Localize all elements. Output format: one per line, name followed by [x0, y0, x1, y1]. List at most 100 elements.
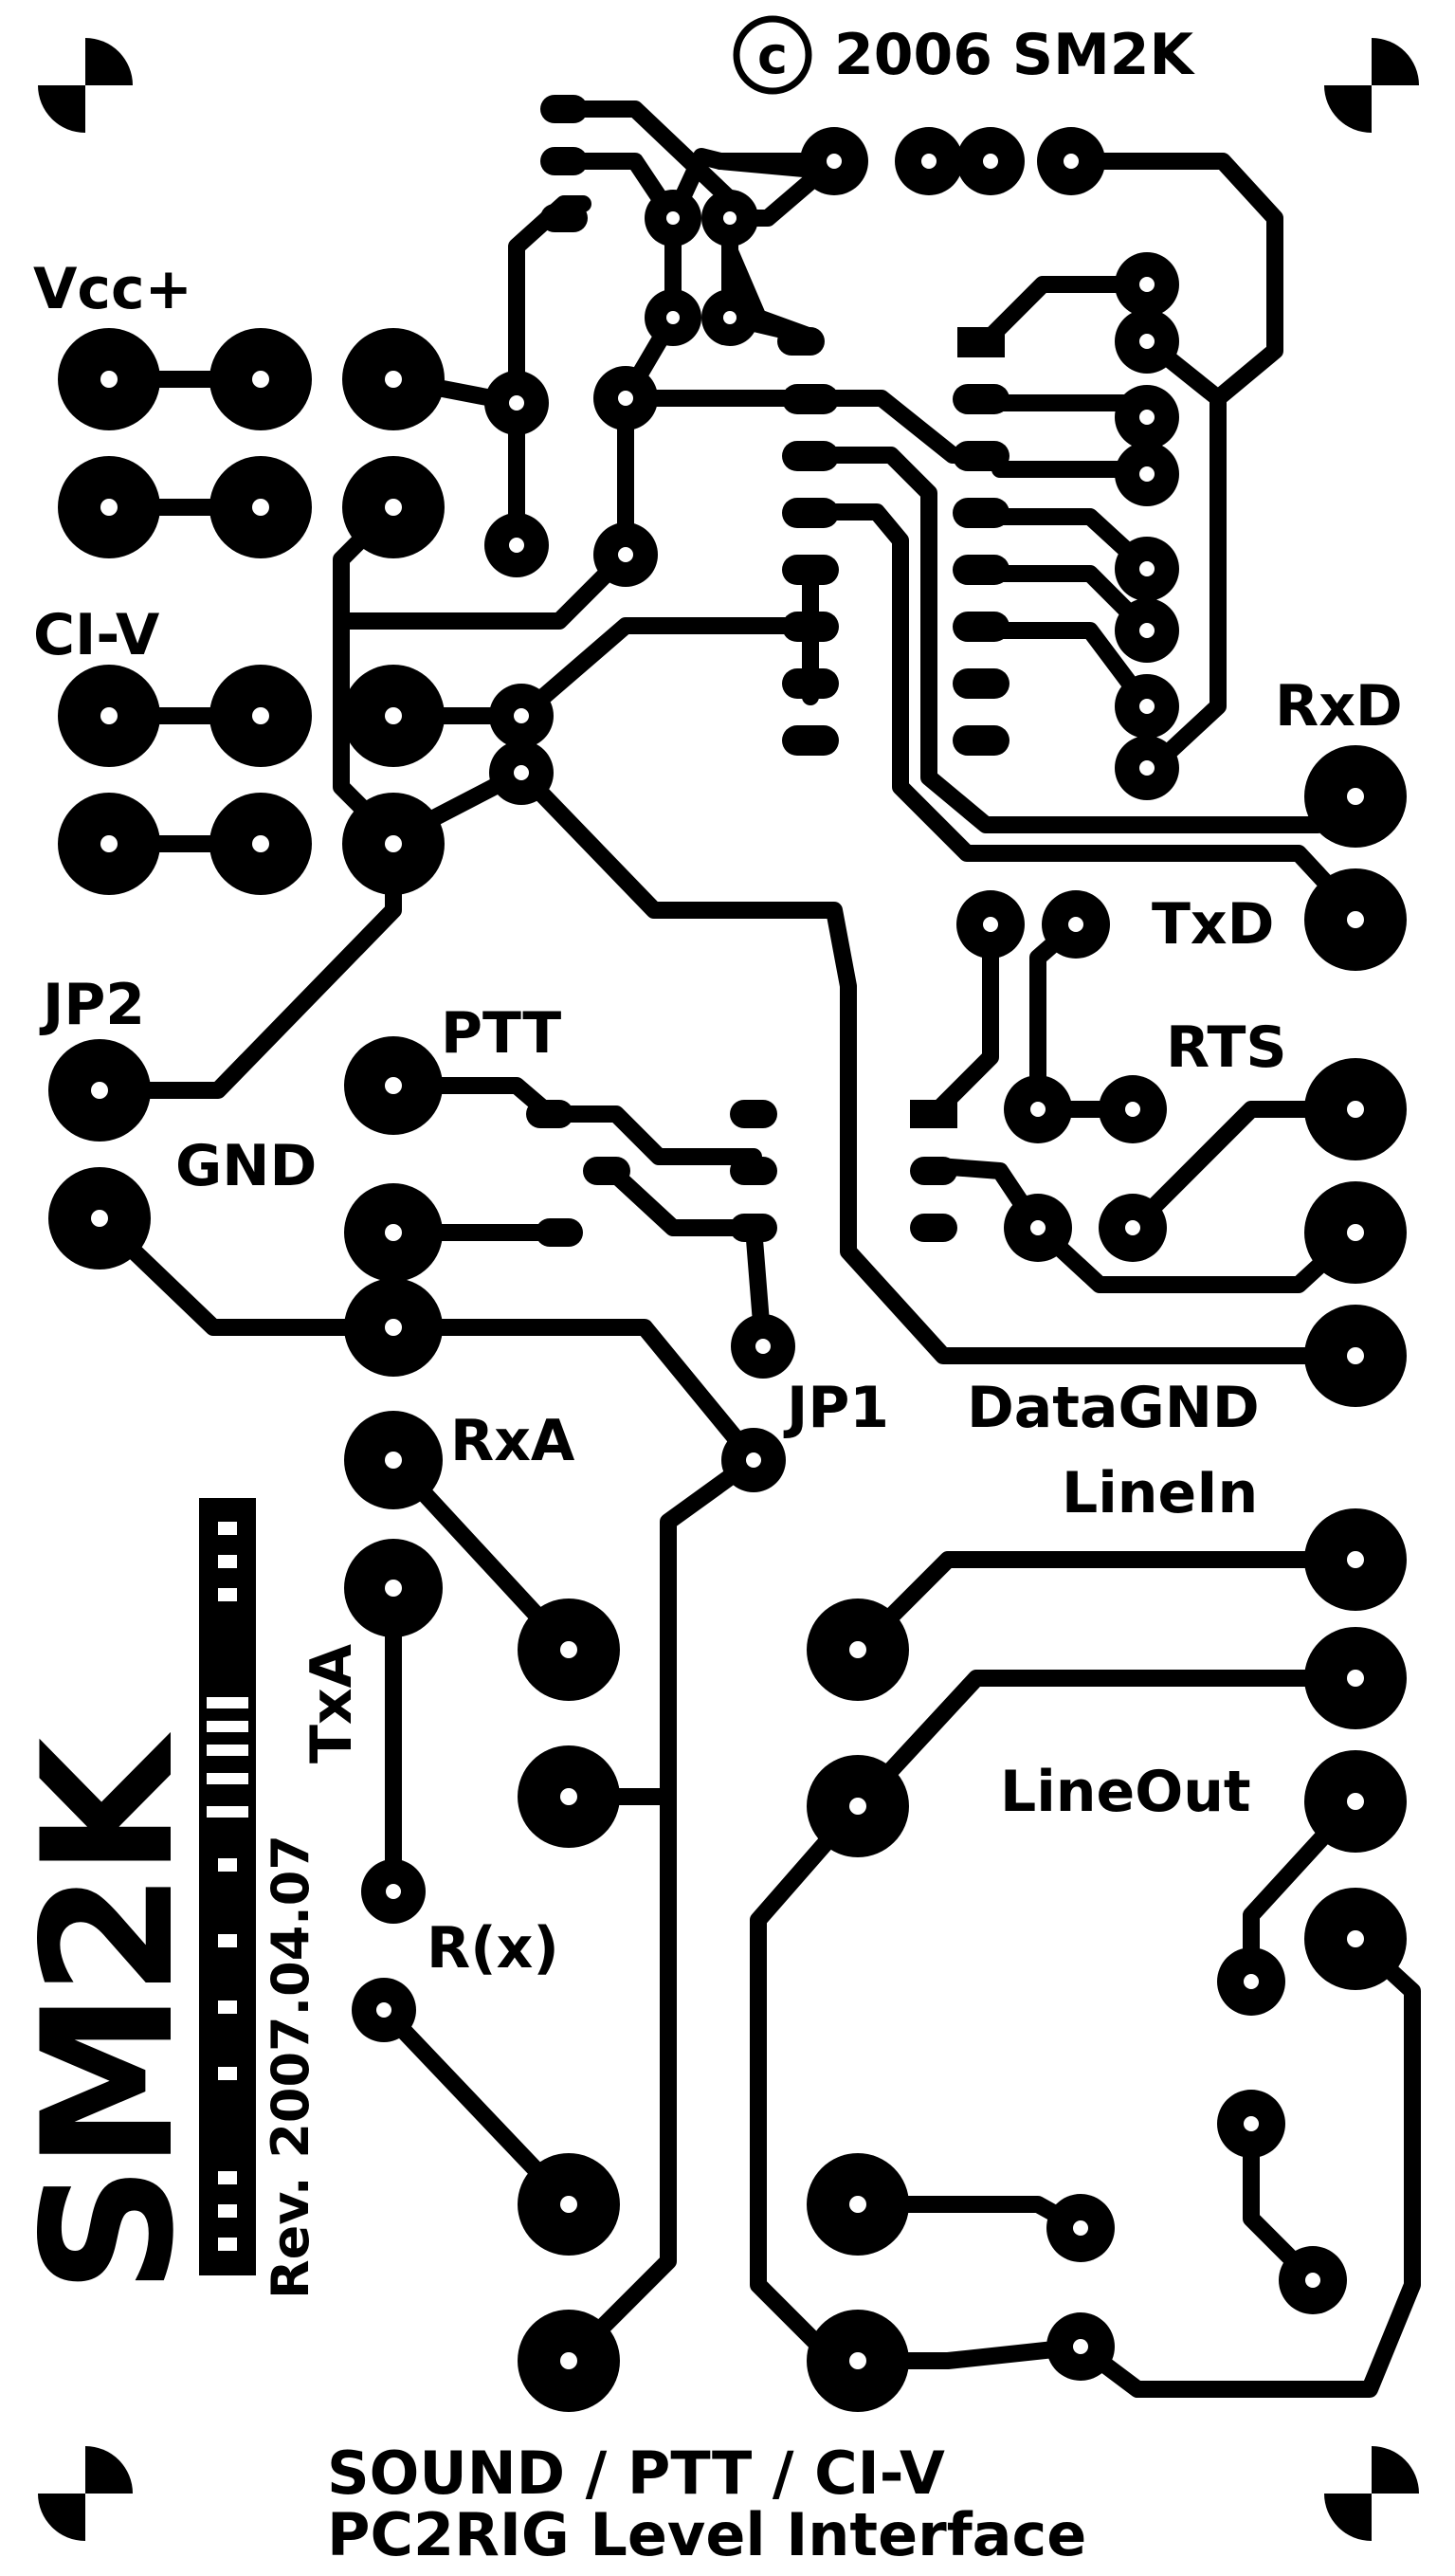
hole	[1347, 1101, 1364, 1118]
hole	[560, 1641, 577, 1658]
ptt-pin	[730, 1157, 777, 1185]
logo-hole	[218, 2204, 237, 2218]
pad-holes	[91, 154, 1364, 2369]
trace-linein	[849, 1551, 1364, 1658]
ic2-pin	[953, 555, 1009, 585]
label-datagnd: DataGND	[967, 1375, 1260, 1441]
hole	[385, 1580, 402, 1597]
copyright-circle	[733, 15, 812, 95]
ptt-pin	[536, 1218, 583, 1247]
hole	[100, 371, 118, 388]
hole	[385, 1077, 402, 1094]
hole	[1125, 1102, 1140, 1117]
ic1-pin	[782, 498, 839, 528]
hole	[560, 2352, 577, 2369]
hole	[1244, 1974, 1259, 1989]
hole	[1064, 154, 1079, 169]
label-txa: TxA	[299, 1643, 365, 1763]
hole	[252, 499, 269, 516]
label-lineout: LineOut	[1000, 1759, 1251, 1825]
hole	[921, 154, 937, 169]
ic1-pin	[782, 668, 839, 699]
trace-txd	[930, 916, 999, 1118]
label-ptt: PTT	[441, 1000, 561, 1067]
hole	[1347, 788, 1364, 805]
copyright-symbol: c	[757, 26, 788, 85]
hole	[1139, 561, 1155, 576]
hole	[385, 371, 402, 388]
hole	[91, 1210, 108, 1227]
ic3-pin	[910, 1157, 957, 1185]
trace-n	[560, 100, 738, 208]
hole	[983, 154, 998, 169]
hole	[385, 835, 402, 852]
logo-hole	[218, 2067, 237, 2080]
logo-hole	[218, 1934, 237, 1947]
logo-hole	[218, 1858, 237, 1872]
hole	[385, 707, 402, 724]
logo-hole	[218, 1555, 237, 1568]
trace-z	[1063, 153, 1283, 776]
label-rx: R(x)	[427, 1915, 559, 1982]
logo-bar-holes	[207, 1522, 248, 2251]
ic1-pads	[526, 95, 1009, 1247]
logo-bar-pattern	[199, 1498, 256, 2275]
label-rts: RTS	[1166, 1014, 1287, 1081]
trace-t	[977, 276, 1155, 350]
hole	[376, 2002, 391, 2018]
hole	[252, 707, 269, 724]
hole	[1347, 911, 1364, 928]
top-pin	[540, 147, 588, 175]
hole	[723, 211, 737, 225]
revision-text: Rev. 2007.04.07	[261, 1835, 320, 2299]
logo-hole	[207, 1697, 248, 1708]
trace-r	[802, 503, 1369, 928]
hole	[1347, 1224, 1364, 1241]
label-txd: TxD	[1152, 891, 1274, 958]
sm2k-logo: SM2K Rev. 2007.04.07	[4, 1498, 320, 2299]
hole	[723, 311, 737, 324]
logo-bar	[199, 1498, 256, 2275]
ic1-pin	[782, 555, 839, 585]
hole	[983, 917, 998, 932]
hole	[1073, 2339, 1088, 2354]
label-rxd: RxD	[1275, 673, 1403, 740]
ic1-pin	[782, 612, 839, 642]
trace-ptt	[385, 1077, 762, 1165]
hole	[385, 499, 402, 516]
trace-linein-2	[849, 1670, 1364, 1815]
hole	[1139, 410, 1155, 425]
hole	[1347, 1930, 1364, 1947]
logo-hole	[207, 1745, 248, 1756]
ic1-pin	[782, 441, 839, 471]
trace-ptt-3	[603, 1162, 772, 1355]
label-rxa: RxA	[450, 1408, 575, 1474]
hole	[252, 835, 269, 852]
trace-loop	[750, 1798, 1089, 2369]
logo-hole	[218, 1522, 237, 1535]
hole	[849, 2352, 866, 2369]
corner-mark-top-right	[1324, 38, 1419, 133]
hole	[509, 538, 524, 553]
hole	[849, 1798, 866, 1815]
hole	[386, 1884, 401, 1899]
hole	[618, 391, 633, 406]
logo-text: SM2K	[4, 1732, 213, 2294]
label-gnd: GND	[175, 1133, 317, 1199]
ic3-pin	[910, 1214, 957, 1242]
hole	[1244, 2116, 1259, 2131]
ic2-pin1	[957, 327, 1005, 357]
ic2-pin	[953, 384, 1009, 414]
top-pin	[540, 204, 588, 232]
ic2-pin	[953, 725, 1009, 756]
hole	[1139, 334, 1155, 349]
copyright-text: 2006 SM2K	[834, 22, 1196, 88]
hole	[666, 311, 680, 324]
hole	[1030, 1220, 1046, 1235]
logo-hole	[207, 1721, 248, 1732]
hole	[385, 1224, 402, 1241]
top-pin	[777, 327, 825, 356]
hole	[849, 1641, 866, 1658]
hole	[849, 2196, 866, 2213]
